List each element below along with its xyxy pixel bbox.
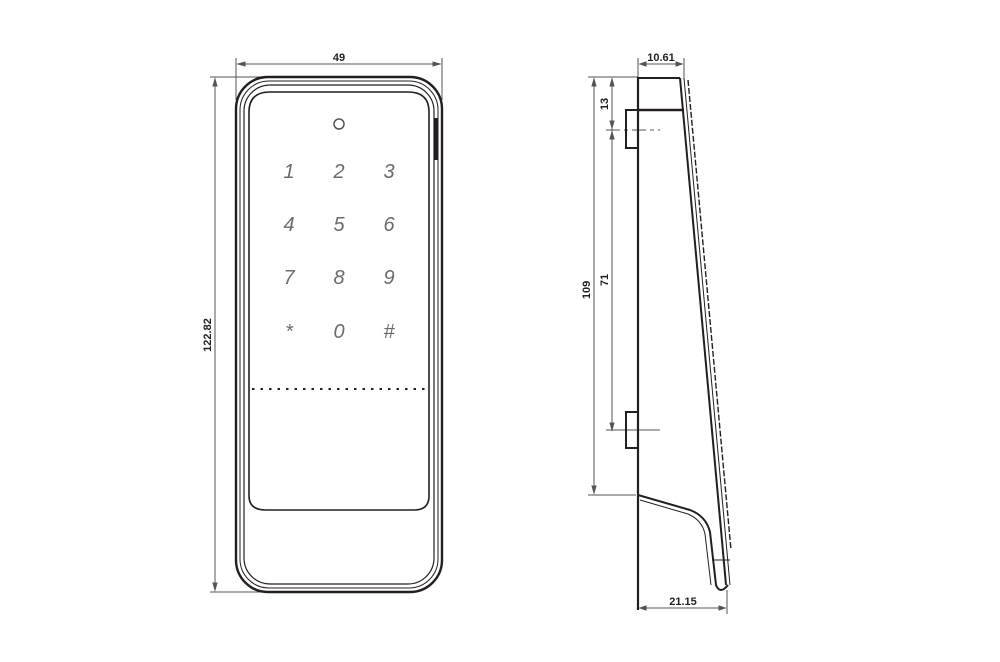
width-dimension-label: 49 [333, 52, 345, 64]
key-7[interactable]: 7 [283, 267, 295, 289]
keypad: 1 2 3 4 5 6 7 8 9 * 0 # [283, 161, 395, 343]
lock-body-outline [234, 75, 444, 594]
width-dimension [235, 58, 443, 100]
key-9[interactable]: 9 [383, 267, 394, 289]
top-thickness-label: 10.61 [647, 52, 675, 64]
bottom-depth-dimension [638, 590, 728, 614]
key-8[interactable]: 8 [333, 267, 344, 289]
key-4[interactable]: 4 [283, 214, 294, 236]
height-dimension-label: 122.82 [202, 318, 214, 352]
touch-panel-outline [248, 91, 430, 511]
led-indicator-icon [333, 118, 345, 130]
height-dimension [210, 76, 268, 593]
key-6[interactable]: 6 [383, 214, 395, 236]
side-body-outline [625, 77, 732, 610]
key-hash[interactable]: # [383, 321, 395, 343]
bottom-depth-label: 21.15 [669, 596, 697, 608]
key-2[interactable]: 2 [332, 161, 344, 183]
side-view: 10.61 109 71 13 [581, 52, 732, 614]
front-view: 49 122.82 1 2 3 [202, 52, 444, 594]
top-offset-label: 13 [599, 98, 611, 110]
key-1[interactable]: 1 [283, 161, 294, 183]
key-0[interactable]: 0 [333, 321, 344, 343]
side-height-dimensions [588, 76, 660, 496]
overall-height-label: 109 [581, 281, 593, 299]
key-star[interactable]: * [285, 321, 294, 343]
key-5[interactable]: 5 [333, 214, 345, 236]
mount-spacing-label: 71 [599, 274, 611, 286]
top-thickness-dimension [637, 58, 685, 80]
key-3[interactable]: 3 [383, 161, 394, 183]
